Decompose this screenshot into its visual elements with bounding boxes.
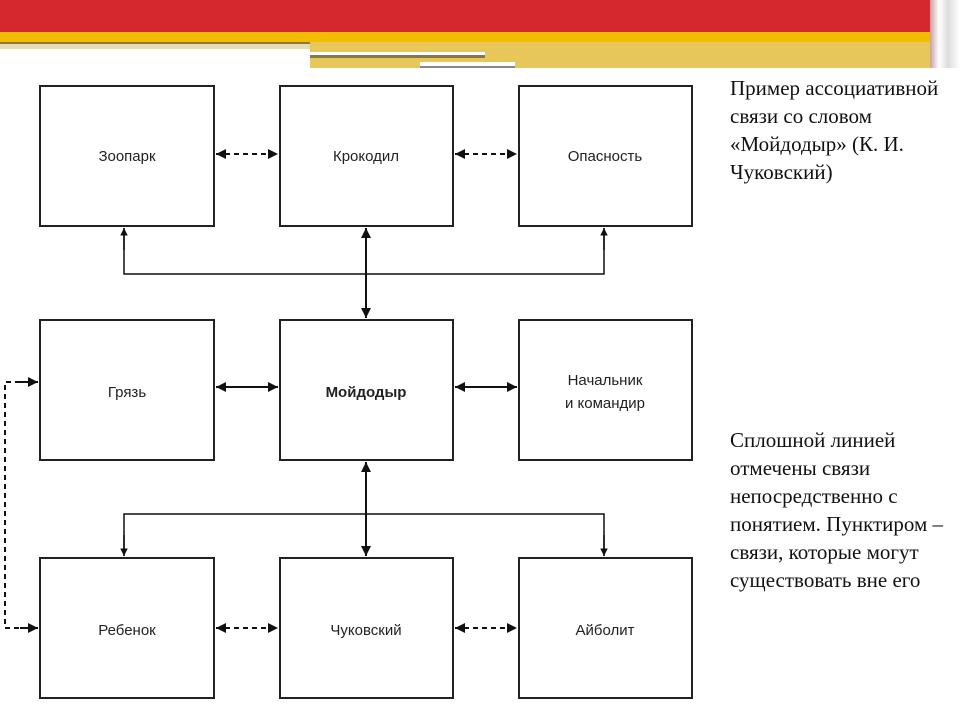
header-stripe <box>420 62 515 66</box>
node-label: Айболит <box>576 622 635 639</box>
header-stripe <box>0 42 310 44</box>
node-label: Крокодил <box>333 148 399 165</box>
node-label: Начальник <box>568 372 643 389</box>
node-label: и командир <box>565 395 645 412</box>
node-label: Опасность <box>568 148 643 165</box>
dashed-link <box>4 381 38 629</box>
node-aibolit: Айболит <box>518 557 693 699</box>
node-chief: Начальник и командир <box>518 319 693 461</box>
node-crocodile: Крокодил <box>279 85 454 227</box>
node-label: Ребенок <box>98 622 156 639</box>
node-zoo: Зоопарк <box>39 85 215 227</box>
legend-caption: Сплошной линией отмечены связи непосредс… <box>730 428 944 592</box>
solid-link <box>123 228 605 275</box>
node-chukovsky: Чуковский <box>279 557 454 699</box>
header-yellow-band <box>0 32 960 42</box>
node-label: Мойдодыр <box>326 384 407 401</box>
node-label: Чуковский <box>330 622 401 639</box>
header-red-band <box>0 0 960 32</box>
node-danger: Опасность <box>518 85 693 227</box>
node-label: Зоопарк <box>98 148 156 165</box>
node-moidodyr: Мойдодыр <box>279 319 454 461</box>
node-dirt: Грязь <box>39 319 215 461</box>
node-child: Ребенок <box>39 557 215 699</box>
header-stripe <box>0 44 310 49</box>
header-stripe <box>310 52 485 55</box>
header-side-decoration <box>930 0 960 68</box>
solid-link <box>123 513 605 556</box>
header-stripe <box>310 55 485 58</box>
header-stripe <box>420 66 515 68</box>
node-label: Грязь <box>108 384 146 401</box>
example-caption: Пример ассоциативной связи со словом «Мо… <box>730 76 939 184</box>
